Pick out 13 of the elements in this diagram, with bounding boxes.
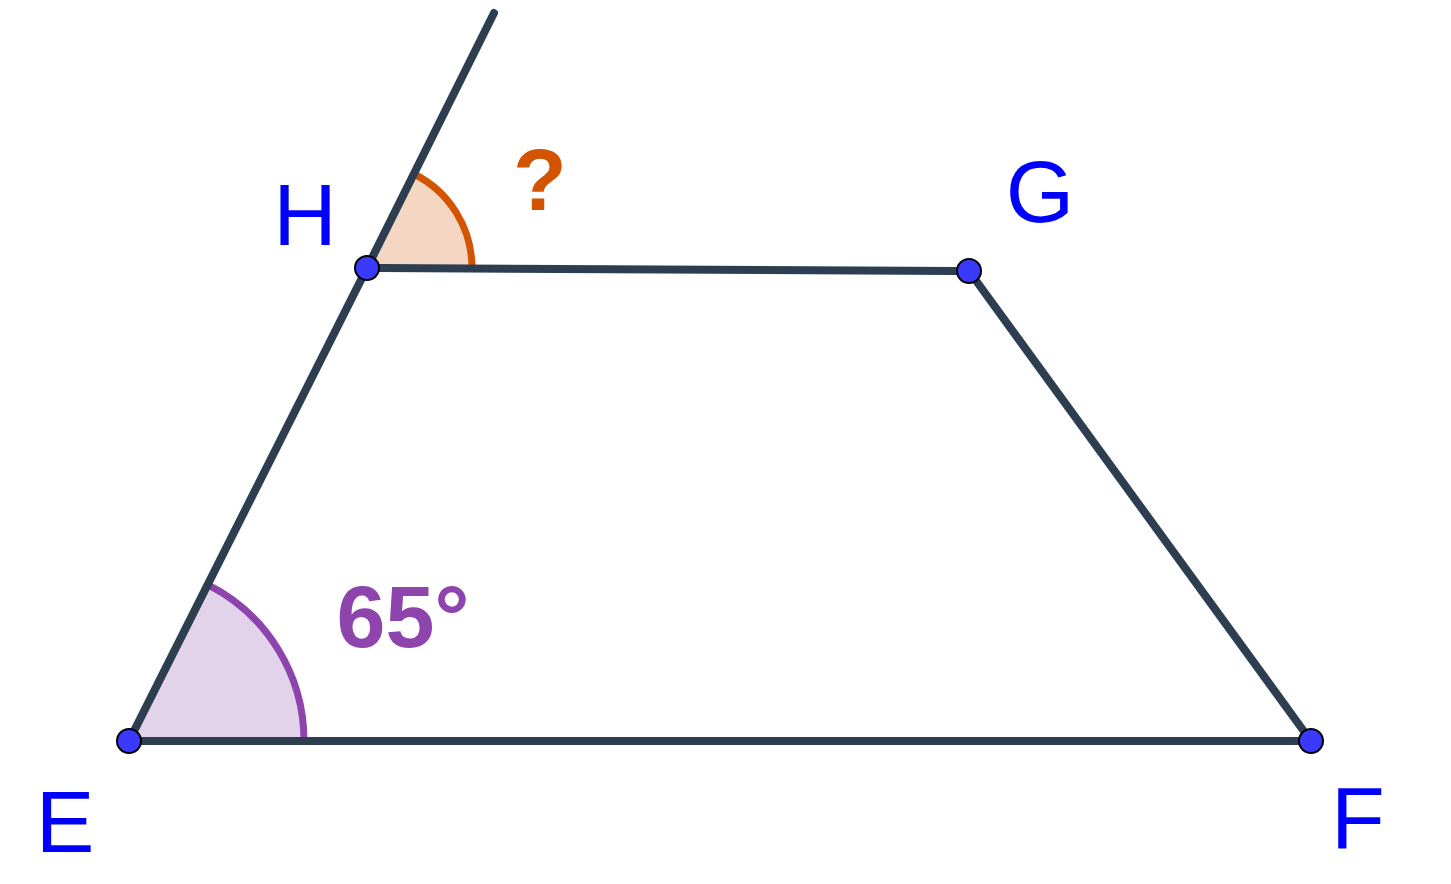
point-marker: [1298, 728, 1324, 754]
line-segment: [368, 9, 498, 261]
point-label: E: [35, 778, 95, 866]
point-label: G: [1005, 148, 1075, 236]
angle-label: ?: [513, 136, 567, 224]
point-label: F: [1331, 774, 1385, 862]
line-segment: [972, 277, 1308, 735]
point-label: H: [273, 171, 337, 259]
point-marker: [956, 258, 982, 284]
line-segment: [130, 275, 366, 734]
point-marker: [116, 728, 142, 754]
angle-label: 65°: [336, 573, 470, 661]
point-marker: [354, 255, 380, 281]
